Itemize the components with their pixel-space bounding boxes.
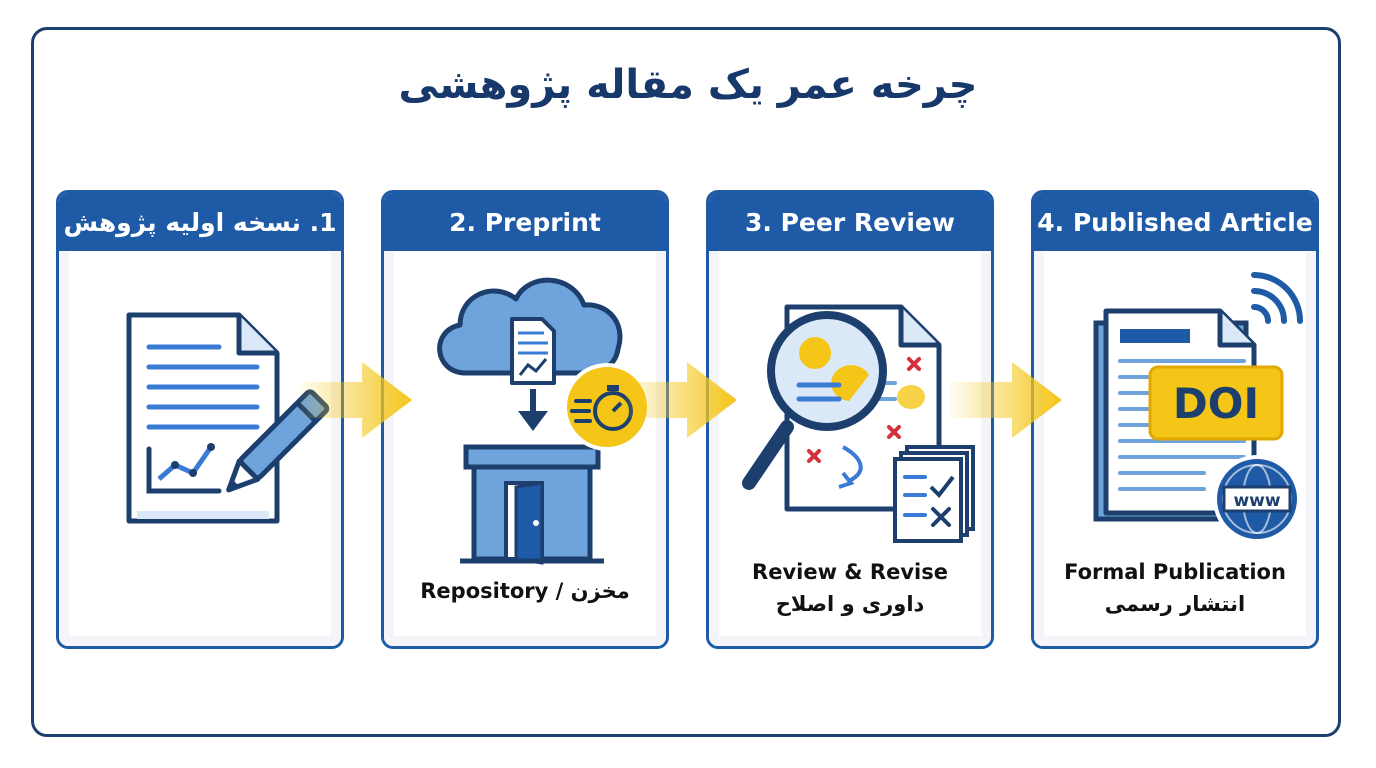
arrow-right-icon xyxy=(300,362,412,438)
review-checklist-icon xyxy=(893,445,975,543)
cloud-upload-icon xyxy=(437,277,623,431)
arrow-right-icon xyxy=(625,362,737,438)
step-header-published: 4. Published Article xyxy=(1034,193,1316,251)
doi-badge-icon: DOI xyxy=(1148,365,1284,441)
step-header-preprint: 2. Preprint xyxy=(384,193,666,251)
document-chart-icon xyxy=(126,312,330,524)
step-card-preprint: 2. Preprint xyxy=(381,190,669,649)
diagram-title: چرخه عمر یک مقاله پژوهشی xyxy=(398,62,978,108)
step-body-draft xyxy=(59,251,341,646)
step-header-peer-review: 3. Peer Review xyxy=(709,193,991,251)
signal-icon xyxy=(1251,272,1303,324)
globe-www-icon: www xyxy=(1213,455,1301,543)
document-icon xyxy=(126,312,280,524)
step-card-peer-review: 3. Peer Review xyxy=(706,190,994,649)
step-caption-published: Formal Publication انتشار رسمی xyxy=(1044,556,1306,620)
step-caption-preprint: Repository / مخزن xyxy=(394,575,656,607)
step-body-published: DOI www Formal Publication انتشار رسمی xyxy=(1034,251,1316,646)
magnifier-icon xyxy=(742,311,887,490)
diagram-frame xyxy=(31,27,1341,737)
caption-fa: انتشار رسمی xyxy=(1104,592,1246,616)
step-body-peer-review: Review & Revise داوری و اصلاح xyxy=(709,251,991,646)
doi-label: DOI xyxy=(1173,379,1259,428)
step-card-published: 4. Published Article xyxy=(1031,190,1319,649)
step-body-preprint: Repository / مخزن xyxy=(384,251,666,646)
caption-en: Repository / مخزن xyxy=(420,579,630,603)
caption-en: Formal Publication xyxy=(1064,560,1286,584)
step-header-draft: 1. نسخه اولیه پژوهش xyxy=(59,193,341,251)
caption-en: Review & Revise xyxy=(752,560,948,584)
repository-door-icon xyxy=(460,444,604,565)
www-label: www xyxy=(1233,491,1280,511)
caption-fa: داوری و اصلاح xyxy=(775,592,925,616)
step-card-draft: 1. نسخه اولیه پژوهش xyxy=(56,190,344,649)
arrow-right-icon xyxy=(950,362,1062,438)
step-caption-peer-review: Review & Revise داوری و اصلاح xyxy=(719,556,981,620)
